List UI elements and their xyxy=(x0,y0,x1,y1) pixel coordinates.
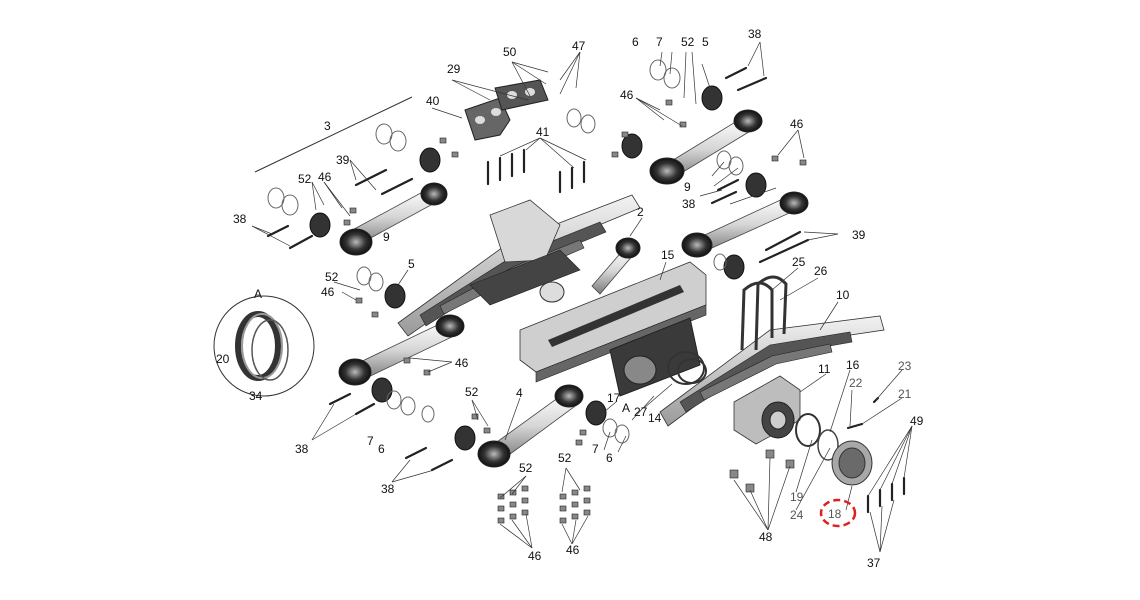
leader-lines xyxy=(251,41,913,553)
part-label-23: 23 xyxy=(898,359,912,373)
bushing-5-mid xyxy=(384,283,406,309)
detail-a-title: A xyxy=(254,287,263,301)
part-label-52: 52 xyxy=(681,35,695,49)
bushing-5-top xyxy=(701,85,723,111)
part-label-6: 6 xyxy=(378,442,385,456)
part-label-52: 52 xyxy=(325,270,339,284)
torque-rod-upper-right xyxy=(649,109,763,185)
bushing-17 xyxy=(585,400,607,426)
torque-rod-upper-left xyxy=(339,182,448,256)
washer-rings xyxy=(267,59,744,444)
part-label-16: 16 xyxy=(846,358,860,372)
part-label-17: 17 xyxy=(607,391,621,405)
nuts xyxy=(343,99,807,524)
part-label-29: 29 xyxy=(447,62,461,76)
part-label-38: 38 xyxy=(233,212,247,226)
bushing-right-lower xyxy=(723,254,745,280)
part-label-9: 9 xyxy=(684,180,691,194)
part-label-7: 7 xyxy=(367,434,374,448)
bushing-right-mid xyxy=(745,172,767,198)
part-label-7: 7 xyxy=(656,35,663,49)
torque-rod-lower-center xyxy=(477,384,584,468)
part-label-52: 52 xyxy=(465,385,479,399)
part-label-26: 26 xyxy=(814,264,828,278)
part-label-6: 6 xyxy=(632,35,639,49)
part-label-52: 52 xyxy=(558,451,572,465)
bolts xyxy=(266,66,906,514)
bracket-plate-29 xyxy=(494,79,549,111)
part-label-22: 22 xyxy=(849,376,863,390)
part-label-46: 46 xyxy=(566,543,580,557)
highlight-ring-18 xyxy=(819,498,857,528)
detail-a-marker: A xyxy=(622,401,631,415)
part-label-11: 11 xyxy=(818,362,831,376)
part-label-5: 5 xyxy=(702,35,709,49)
bushing-mid-left xyxy=(309,212,331,238)
part-label-40: 40 xyxy=(426,94,440,108)
part-label-25: 25 xyxy=(792,255,806,269)
part-label-21: 21 xyxy=(898,387,912,401)
part-label-14: 14 xyxy=(648,411,662,425)
bushing-lower-center xyxy=(454,425,476,451)
part-label-48: 48 xyxy=(759,530,773,544)
part-label-24: 24 xyxy=(790,508,804,522)
torque-rod-middle-right xyxy=(681,191,809,258)
part-label-39: 39 xyxy=(336,153,350,167)
bushing-lower-left xyxy=(371,377,393,403)
part-label-6: 6 xyxy=(606,451,613,465)
part-label-7: 7 xyxy=(592,442,599,456)
part-label-52: 52 xyxy=(298,172,312,186)
part-label-46: 46 xyxy=(790,117,804,131)
part-label-46: 46 xyxy=(455,356,469,370)
central-beam xyxy=(519,261,707,397)
part-label-46: 46 xyxy=(620,88,634,102)
bracket-plate-40 xyxy=(464,97,511,141)
part-label-9: 9 xyxy=(383,230,390,244)
part-label-41: 41 xyxy=(536,125,550,139)
rod-indicator-line xyxy=(254,96,413,173)
part-label-49: 49 xyxy=(910,414,924,428)
torque-rod-lower-left xyxy=(338,314,465,386)
part-label-39: 39 xyxy=(852,228,866,242)
part-label-52: 52 xyxy=(519,461,533,475)
part-label-46: 46 xyxy=(318,170,332,184)
part-label-20: 20 xyxy=(216,352,230,366)
leaf-spring-left xyxy=(397,194,641,337)
part-label-34: 34 xyxy=(249,389,263,403)
part-label-27: 27 xyxy=(634,405,648,419)
part-label-46: 46 xyxy=(321,285,335,299)
part-label-38: 38 xyxy=(748,27,762,41)
part-label-5: 5 xyxy=(408,257,415,271)
part-label-38: 38 xyxy=(381,482,395,496)
bushing-right-top xyxy=(621,133,643,159)
part-label-10: 10 xyxy=(836,288,850,302)
part-label-38: 38 xyxy=(682,197,696,211)
bushing-top-left xyxy=(419,147,441,173)
part-label-15: 15 xyxy=(661,248,675,262)
part-label-2: 2 xyxy=(637,205,644,219)
part-label-3: 3 xyxy=(324,119,331,133)
part-label-4: 4 xyxy=(516,386,523,400)
part-label-18: 18 xyxy=(828,507,842,521)
part-label-47: 47 xyxy=(572,39,586,53)
part-label-46: 46 xyxy=(528,549,542,563)
torque-rod-center xyxy=(591,237,641,295)
detail-a-callout xyxy=(213,295,315,397)
part-label-50: 50 xyxy=(503,45,517,59)
part-label-37: 37 xyxy=(867,556,881,570)
hub-assembly xyxy=(733,375,873,486)
leaf-spring-right xyxy=(659,275,885,427)
part-label-38: 38 xyxy=(295,442,309,456)
part-label-19: 19 xyxy=(790,490,804,504)
